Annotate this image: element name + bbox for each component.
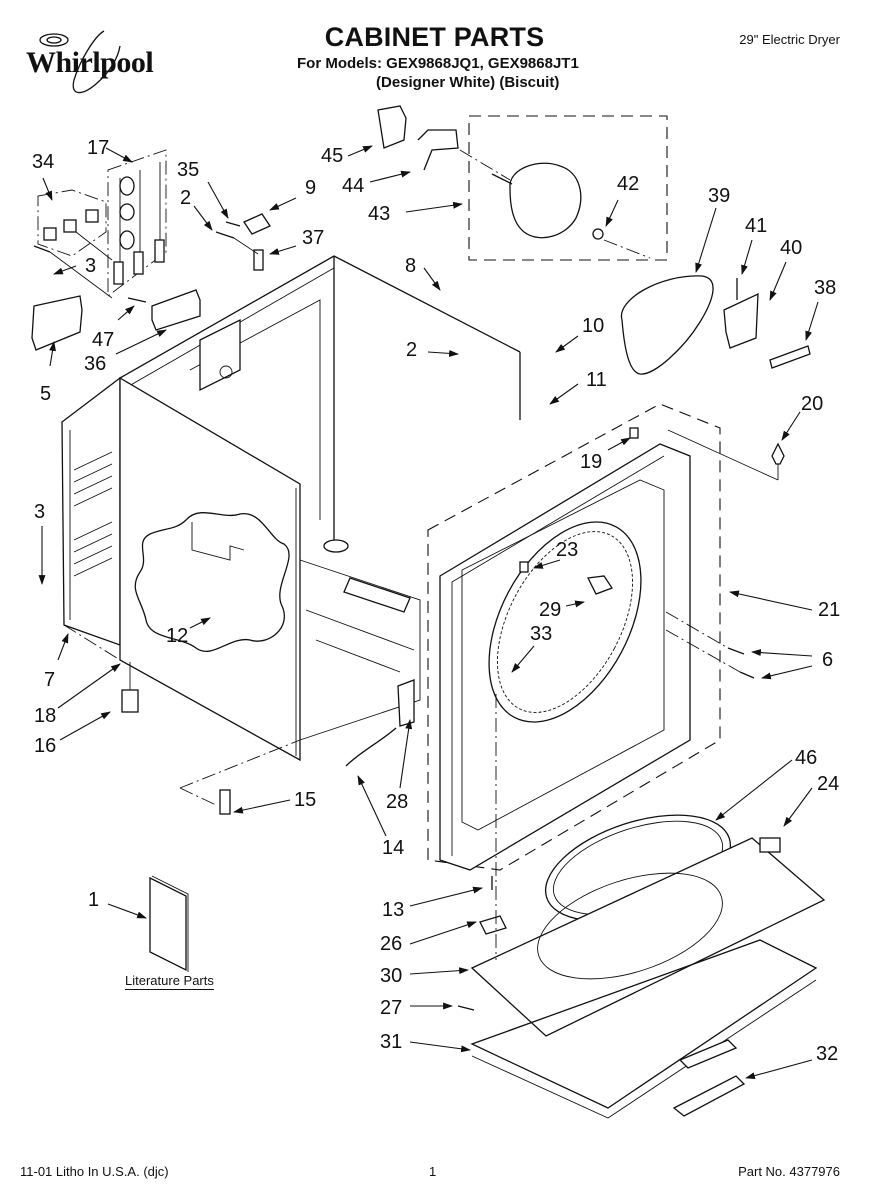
callout-6: 6 xyxy=(822,649,834,671)
callout-10: 10 xyxy=(582,315,605,337)
leader-arrows xyxy=(38,145,819,1079)
callout-11: 11 xyxy=(586,369,607,391)
callout-20: 20 xyxy=(801,393,824,415)
terminal-block-group xyxy=(31,149,271,351)
literature-parts-label: Literature Parts xyxy=(125,973,214,990)
models-line: For Models: GEX9868JQ1, GEX9868JT1 xyxy=(297,55,579,72)
callout-3: 3 xyxy=(85,255,97,277)
callout-19: 19 xyxy=(580,451,603,473)
belt-and-idler xyxy=(620,275,811,375)
callout-42: 42 xyxy=(617,173,640,195)
brand-logo: Whirlpool xyxy=(20,22,195,102)
callout-23: 23 xyxy=(556,539,579,561)
page-title: CABINET PARTS xyxy=(324,22,545,52)
callout-8: 8 xyxy=(405,255,417,277)
product-type: 29" Electric Dryer xyxy=(739,32,840,47)
literature-booklet-icon xyxy=(149,875,189,972)
callout-46: 46 xyxy=(795,747,818,769)
callout-35: 35 xyxy=(177,159,200,181)
callout-37: 37 xyxy=(302,227,325,249)
callout-2b: 2 xyxy=(406,339,418,361)
callout-41: 41 xyxy=(745,215,768,237)
callout-24: 24 xyxy=(817,773,840,795)
motor-assembly xyxy=(377,105,668,261)
callout-27: 27 xyxy=(380,997,403,1019)
callout-12: 12 xyxy=(166,625,189,647)
callout-34: 34 xyxy=(32,151,55,173)
callout-32: 32 xyxy=(816,1043,839,1065)
front-panel-assembly xyxy=(427,403,785,871)
callout-36: 36 xyxy=(84,353,107,375)
callout-38: 38 xyxy=(814,277,837,299)
callout-16: 16 xyxy=(34,735,57,757)
callout-2: 2 xyxy=(180,187,192,209)
brand-wordmark: Whirlpool xyxy=(26,46,154,79)
callout-9: 9 xyxy=(305,177,317,199)
callout-5: 5 xyxy=(40,383,52,405)
callout-31: 31 xyxy=(380,1031,403,1053)
callout-29: 29 xyxy=(539,599,562,621)
callout-7: 7 xyxy=(44,669,56,691)
color-variants-line: (Designer White) (Biscuit) xyxy=(376,74,560,91)
callout-33: 33 xyxy=(530,623,553,645)
cabinet-body xyxy=(61,255,521,815)
callout-26: 26 xyxy=(380,933,403,955)
callout-47: 47 xyxy=(92,329,115,351)
callout-44: 44 xyxy=(342,175,365,197)
callout-15: 15 xyxy=(294,789,317,811)
base-assembly xyxy=(457,694,826,1119)
callout-17: 17 xyxy=(87,137,110,159)
callout-39: 39 xyxy=(708,185,731,207)
callout-30: 30 xyxy=(380,965,403,987)
page-number: 1 xyxy=(429,1164,437,1179)
whirlpool-logo-icon xyxy=(39,30,121,94)
callout-14: 14 xyxy=(382,837,405,859)
callout-18: 18 xyxy=(34,705,57,727)
callout-13: 13 xyxy=(382,899,405,921)
callout-43: 43 xyxy=(368,203,391,225)
callout-40: 40 xyxy=(780,237,803,259)
callout-1: 1 xyxy=(88,889,100,911)
callout-3b: 3 xyxy=(34,501,46,523)
print-info: 11-01 Litho In U.S.A. (djc) xyxy=(20,1164,169,1179)
part-number: Part No. 4377976 xyxy=(738,1164,840,1179)
callout-45: 45 xyxy=(321,145,344,167)
callout-21: 21 xyxy=(818,599,841,621)
callout-28: 28 xyxy=(386,791,409,813)
